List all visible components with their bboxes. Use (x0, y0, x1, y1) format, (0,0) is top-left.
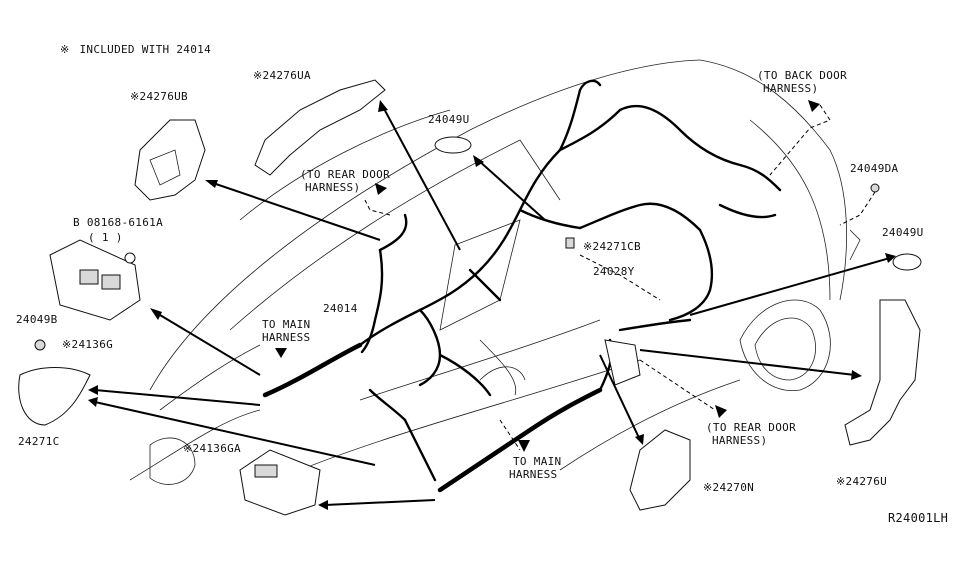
vehicle-body-outline (129, 59, 861, 485)
main-wire-harness (262, 79, 782, 493)
arrow-to-rear-door-bottom (715, 405, 727, 418)
note-to-main-left-line2: HARNESS (262, 331, 310, 344)
note-to-rear-door-top-line1: (TO REAR DOOR (300, 168, 390, 181)
note-to-rear-door-bottom-line1: (TO REAR DOOR (706, 421, 796, 434)
part-24049U-right-grommet (892, 253, 922, 271)
callout-24049B: 24049B (16, 313, 58, 326)
note-symbol: ※ (60, 43, 70, 56)
callout-24276UB: ※24276UB (130, 90, 188, 103)
callout-24136GA: ※24136GA (183, 442, 241, 455)
note-to-back-door-line2: HARNESS) (763, 82, 818, 95)
note-included: ※ INCLUDED WITH 24014 (60, 43, 211, 56)
callout-24276UA: ※24276UA (253, 69, 311, 82)
part-24276U (844, 299, 921, 446)
callout-24271C: 24271C (18, 435, 60, 448)
dashed-leaders (364, 104, 876, 451)
arrow-to-main-left (275, 348, 287, 358)
part-24270N (629, 429, 691, 511)
note-to-main-bottom-line2: HARNESS (509, 468, 557, 481)
callout-24136G: ※24136G (62, 338, 113, 351)
part-24276UA (254, 79, 386, 176)
part-24049B (34, 339, 46, 351)
callout-24276U: ※24276U (836, 475, 887, 488)
callout-24014: 24014 (323, 302, 358, 315)
leader-arrows (88, 100, 896, 510)
arrow-to-main-bottom (518, 440, 530, 452)
part-24049U-top-grommet (434, 136, 472, 154)
note-to-main-left-line1: TO MAIN (262, 318, 310, 331)
callout-24028Y: 24028Y (593, 265, 635, 278)
callout-08168-6161A: B 08168-6161A (73, 216, 163, 229)
part-24271CB (565, 237, 575, 249)
part-24136G (49, 239, 141, 321)
note-to-main-bottom-line1: TO MAIN (513, 455, 561, 468)
callout-24049U-top: 24049U (428, 113, 470, 126)
part-24049DA (870, 183, 880, 193)
note-to-rear-door-top-line2: HARNESS) (305, 181, 360, 194)
part-24276UB (134, 119, 206, 201)
part-24271C (18, 367, 91, 426)
callout-24049U-right: 24049U (882, 226, 924, 239)
note-to-back-door-line1: (TO BACK DOOR (757, 69, 847, 82)
callout-24049DA: 24049DA (850, 162, 899, 175)
callout-24270N: ※24270N (703, 481, 754, 494)
arrow-to-back-door (808, 100, 820, 112)
arrow-to-rear-door-top (375, 183, 387, 195)
callout-08168-qty: ( 1 ) (88, 231, 123, 244)
part-24136GA (239, 449, 321, 516)
note-text: INCLUDED WITH 24014 (79, 43, 211, 56)
bracket-rear-right (604, 339, 641, 386)
note-to-rear-door-bottom-line2: HARNESS) (712, 434, 767, 447)
diagram-id: R24001LH (888, 511, 948, 525)
callout-24271CB: ※24271CB (583, 240, 641, 253)
bolt-08168 (124, 252, 136, 264)
